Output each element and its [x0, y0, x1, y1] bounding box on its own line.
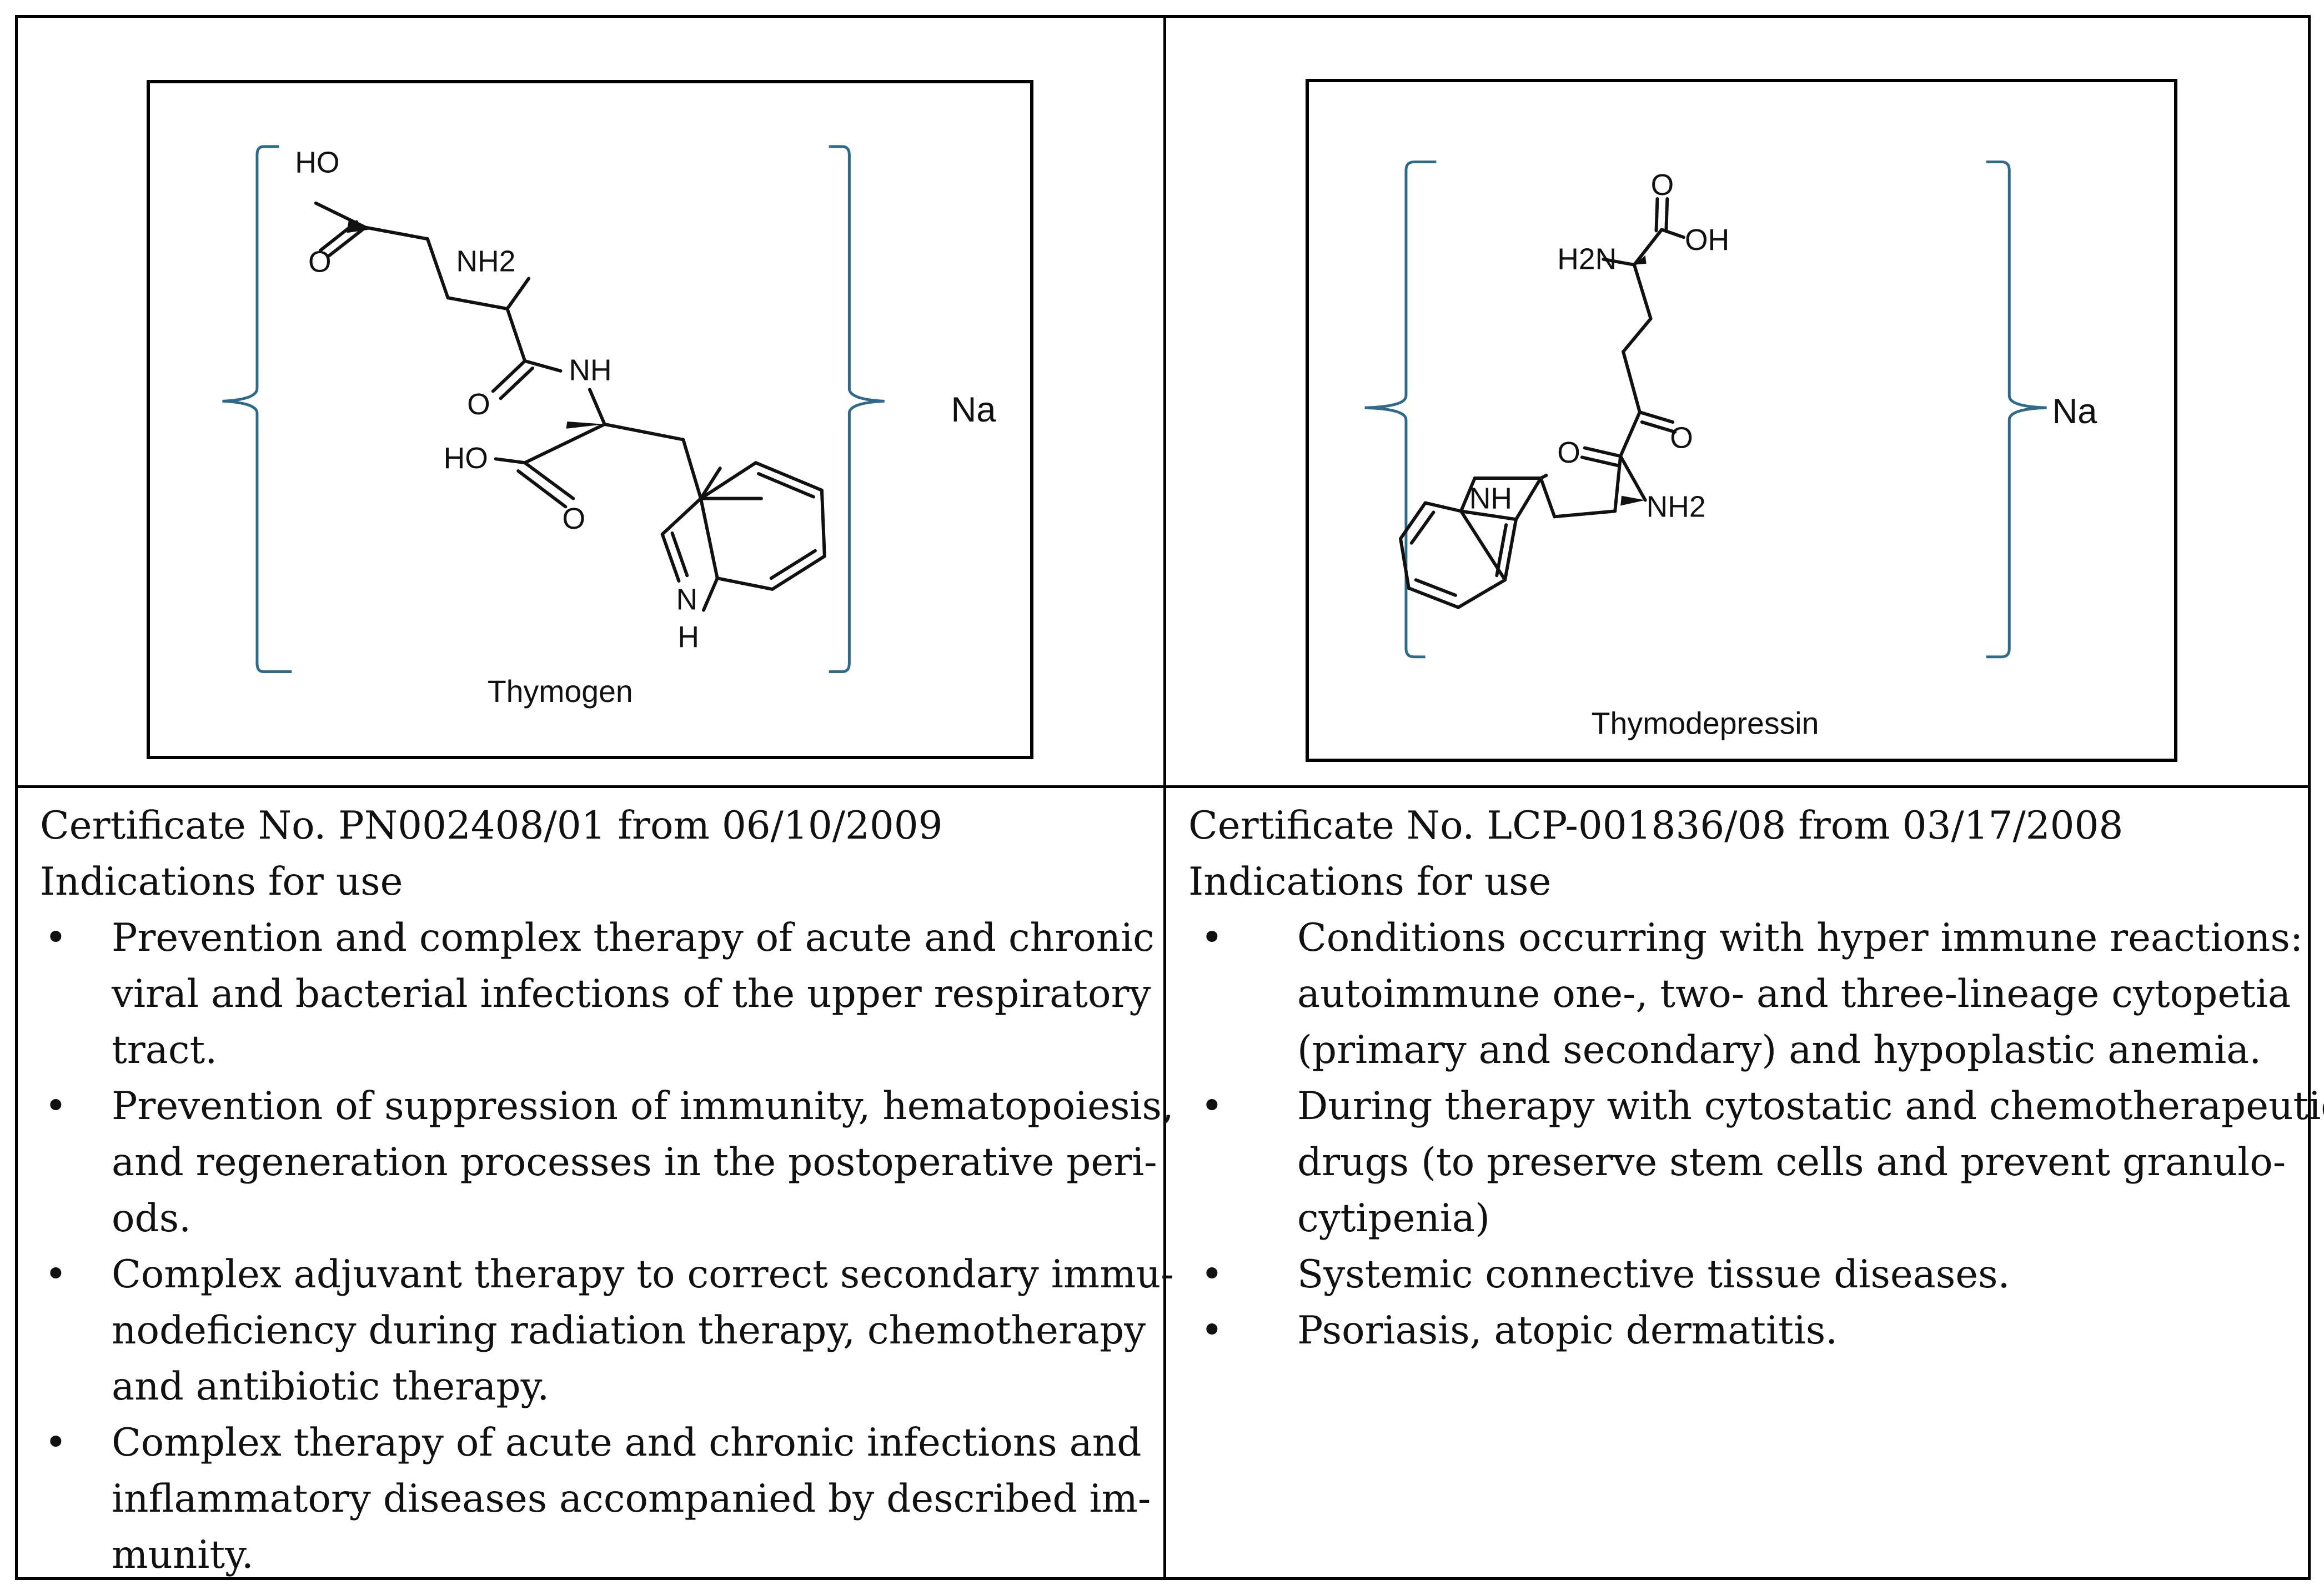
certificate-number: Certificate No. LCP-001836/08 from 03/17…: [1188, 804, 2124, 848]
list-item-line: drugs (to preserve stem cells and preven…: [1297, 1140, 2286, 1185]
atom-label: HO: [295, 146, 339, 179]
list-item-line: and regeneration processes in the postop…: [112, 1140, 1157, 1185]
atom-label: O: [308, 246, 332, 279]
list-item: • Complex adjuvant therapy to correct se…: [40, 1247, 1174, 1415]
bullet-icon: •: [44, 1084, 67, 1128]
comparison-table: HO O NH2 O NH HO O N H Na Thymogen: [15, 15, 2324, 1583]
thymogen-figure-cell: HO O NH2 O NH HO O N H Na Thymogen: [18, 18, 1163, 785]
bullet-icon: •: [1201, 1084, 1223, 1128]
atom-label: O: [467, 388, 490, 421]
thymodepressin-structure-frame: O OH H2N O O NH NH2 Na Thymodepressin: [1306, 79, 2177, 762]
indications-list: • Prevention and complex therapy of acut…: [40, 910, 1174, 1583]
bullet-icon: •: [1201, 916, 1223, 960]
thymodepressin-figure-cell: O OH H2N O O NH NH2 Na Thymodepressin: [1166, 18, 2311, 785]
list-item-line: Prevention and complex therapy of acute …: [112, 916, 1155, 960]
column-divider: [1163, 18, 1166, 1577]
list-item-line: Psoriasis, atopic dermatitis.: [1297, 1308, 1838, 1353]
left-bracket: [222, 145, 292, 673]
list-item-line: During therapy with cytostatic and chemo…: [1297, 1084, 2324, 1128]
list-item-line: Complex therapy of acute and chronic inf…: [112, 1421, 1142, 1465]
atom-label: O: [1670, 422, 1693, 455]
list-item-line: Prevention of suppression of immunity, h…: [112, 1084, 1174, 1128]
atom-label: OH: [1685, 224, 1729, 257]
indications-list: • Conditions occurring with hyper immune…: [1188, 910, 2324, 1359]
certificate-number: Certificate No. PN002408/01 from 06/10/2…: [40, 804, 943, 848]
bullet-icon: •: [44, 1252, 67, 1297]
atom-label: NH2: [456, 245, 515, 278]
compound-name: Thymogen: [488, 674, 633, 709]
compound-name: Thymodepressin: [1592, 706, 1819, 740]
atom-label: NH2: [1647, 490, 1706, 523]
list-item-line: Complex adjuvant therapy to correct seco…: [112, 1252, 1174, 1297]
bullet-icon: •: [44, 916, 67, 960]
atom-label: O: [1651, 169, 1674, 202]
right-bracket: [1986, 160, 2047, 659]
atom-label: NH: [569, 354, 611, 387]
atom-label: O: [1557, 437, 1580, 469]
thymodepressin-info-cell: Certificate No. LCP-001836/08 from 03/17…: [1166, 788, 2324, 1359]
list-item-line: nodeficiency during radiation therapy, c…: [112, 1308, 1146, 1353]
atom-label: N: [676, 584, 697, 616]
list-item: • Prevention of suppression of immunity,…: [40, 1079, 1174, 1247]
atom-label: HO: [444, 442, 488, 475]
indications-heading: Indications for use: [1188, 860, 1552, 904]
atom-label: H2N: [1557, 243, 1617, 276]
list-item-line: and antibiotic therapy.: [112, 1365, 550, 1409]
list-item-line: autoimmune one-, two- and three-lineage …: [1297, 972, 2291, 1016]
right-bracket: [829, 145, 885, 673]
list-item-line: Conditions occurring with hyper immune r…: [1297, 916, 2303, 960]
list-item-line: tract.: [112, 1028, 218, 1072]
thymogen-info-cell: Certificate No. PN002408/01 from 06/10/2…: [18, 788, 1174, 1583]
list-item: • Psoriasis, atopic dermatitis.: [1188, 1303, 2300, 1359]
list-item-line: munity.: [112, 1533, 254, 1577]
thymogen-structure-frame: HO O NH2 O NH HO O N H Na Thymogen: [147, 80, 1033, 759]
list-item-line: cytipenia): [1297, 1196, 1490, 1241]
thymodepressin-structure-diagram: O OH H2N O O NH NH2 Na Thymodepressin: [1364, 160, 2097, 740]
left-bracket: [1364, 160, 1437, 659]
list-item: • Complex therapy of acute and chronic i…: [40, 1415, 1152, 1583]
atom-label: O: [562, 503, 585, 535]
list-item: • During therapy with cytostatic and che…: [1188, 1079, 2324, 1247]
list-item: • Systemic connective tissue diseases.: [1188, 1247, 2300, 1303]
list-item-line: (primary and secondary) and hypoplastic …: [1297, 1028, 2262, 1072]
list-item-line: ods.: [112, 1196, 192, 1241]
list-item-line: inflammatory diseases accompanied by des…: [112, 1477, 1151, 1521]
row-divider: [18, 785, 2308, 788]
bullet-icon: •: [1201, 1308, 1223, 1353]
list-item: • Conditions occurring with hyper immune…: [1188, 910, 2303, 1079]
sodium-counterion-label: Na: [2052, 392, 2097, 431]
thymogen-structure-diagram: HO O NH2 O NH HO O N H Na Thymogen: [222, 145, 997, 709]
bullet-icon: •: [1201, 1252, 1223, 1297]
indications-heading: Indications for use: [40, 860, 403, 904]
list-item-line: Systemic connective tissue diseases.: [1297, 1252, 2010, 1297]
list-item: • Prevention and complex therapy of acut…: [40, 910, 1155, 1079]
atom-label: NH: [1469, 482, 1512, 515]
atom-label: H: [677, 621, 699, 654]
list-item-line: viral and bacterial infections of the up…: [112, 972, 1151, 1016]
bullet-icon: •: [44, 1421, 67, 1465]
sodium-counterion-label: Na: [951, 390, 997, 429]
